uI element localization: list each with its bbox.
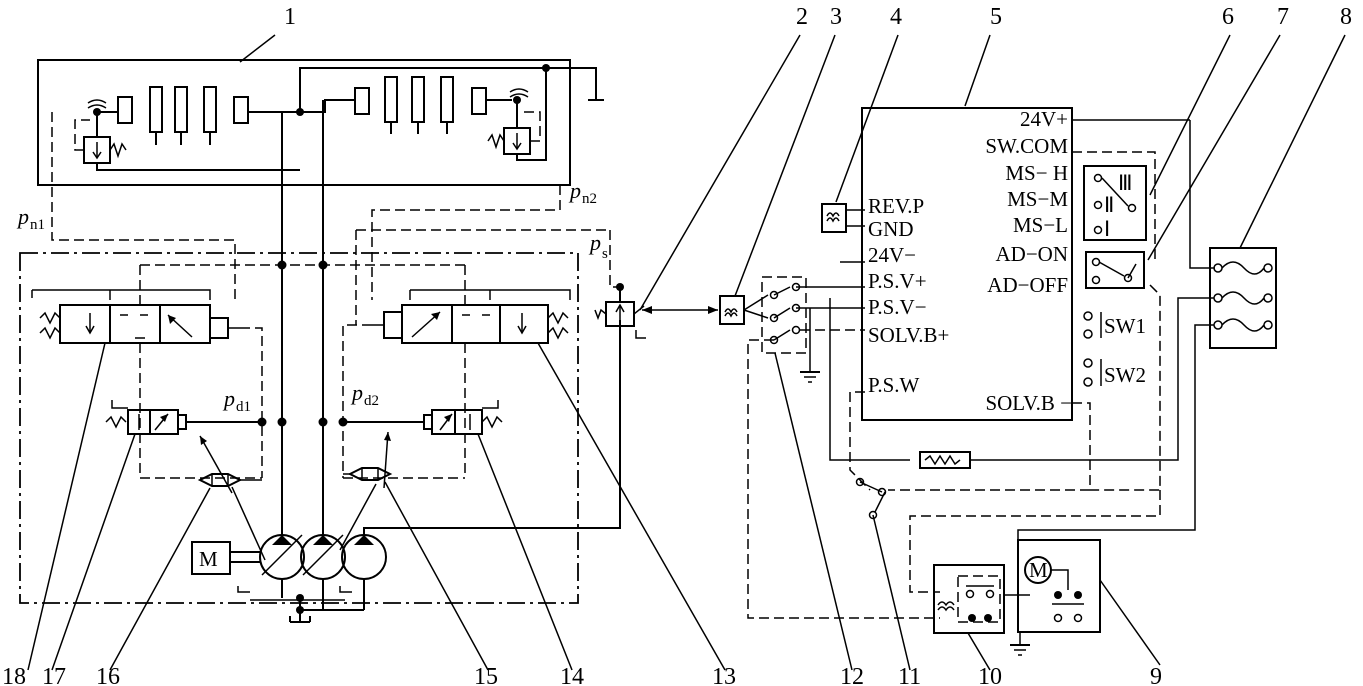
mode-switch-6: Ⅲ Ⅱ Ⅰ (1072, 34, 1231, 262)
callout-17: 17 (42, 664, 66, 686)
callout-7: 7 (1277, 4, 1289, 30)
controller-5: REV.P GND 24V− P.S.V+ P.S.V− SOLV.B+ P.S… (840, 34, 1215, 491)
callout-16: 16 (96, 664, 120, 686)
pump-group: M (191, 320, 621, 623)
pn1-pilot-line (51, 112, 236, 300)
mode-low-mark: Ⅰ (1104, 217, 1110, 241)
callout-13: 13 (712, 664, 736, 686)
pressure-sensor-2 (594, 230, 718, 339)
svg-text:p: p (222, 386, 235, 411)
terminal-24v-plus: 24V+ (1020, 107, 1068, 131)
svg-text:p: p (16, 204, 29, 229)
directional-valve-18 (31, 265, 263, 479)
motor-label: M (199, 547, 218, 571)
svg-text:d2: d2 (364, 393, 379, 409)
callout-10: 10 (978, 664, 1002, 686)
terminal-ad-off: AD−OFF (987, 273, 1068, 297)
key-switch-11 (855, 477, 1161, 671)
terminal-solv-b-plus: SOLV.B+ (868, 323, 949, 347)
terminal-sw-com: SW.COM (985, 134, 1068, 158)
pressure-label-pd1: p d1 (222, 386, 251, 415)
callout-2: 2 (796, 4, 808, 30)
terminal-gnd: GND (868, 217, 914, 241)
switch-sw2-label: SW2 (1104, 363, 1146, 387)
orifice-16 (197, 473, 262, 487)
svg-text:s: s (602, 246, 608, 262)
fuse-block-8 (970, 34, 1346, 550)
pressure-label-pn1: p n1 (16, 204, 45, 233)
terminal-ms-m: MS−M (1007, 187, 1068, 211)
leader-lines (27, 34, 991, 671)
callout-6: 6 (1222, 4, 1234, 30)
callout-5: 5 (990, 4, 1002, 30)
callout-1: 1 (284, 4, 296, 30)
ad-switch-7 (1085, 34, 1281, 491)
motor-relay-10 (933, 564, 1030, 656)
pressure-label-pn2: p n2 (568, 178, 597, 207)
switch-sw1-label: SW1 (1104, 314, 1146, 338)
terminal-ad-on: AD−ON (995, 242, 1068, 266)
terminal-ms-l: MS−L (1013, 213, 1068, 237)
pump-motor-9: M (1017, 539, 1161, 666)
pressure-label-pd2: p d2 (350, 380, 379, 409)
terminal-24v-minus: 24V− (868, 243, 916, 267)
pn2-pilot-line (371, 185, 561, 300)
terminal-psv-minus: P.S.V− (868, 295, 927, 319)
svg-text:p: p (568, 178, 581, 203)
mode-high-mark: Ⅲ (1118, 171, 1132, 195)
valve-bank-1 (37, 34, 604, 186)
callout-11: 11 (898, 664, 921, 686)
terminal-ms-h: MS− H (1005, 161, 1068, 185)
coil-4 (821, 34, 899, 233)
callout-3: 3 (830, 4, 842, 30)
callout-18: 18 (2, 664, 26, 686)
pressure-label-ps: p s (588, 230, 608, 262)
pilot-valve-14 (343, 400, 503, 435)
directional-valve-13 (342, 229, 610, 479)
terminal-psw: P.S.W (868, 373, 920, 397)
terminal-solv-b-minus: SOLV.B − (985, 391, 1072, 415)
callout-15: 15 (474, 664, 498, 686)
svg-text:n2: n2 (582, 191, 597, 207)
relay-12 (743, 276, 940, 619)
svg-text:p: p (588, 230, 601, 255)
orifice-15 (343, 467, 393, 481)
svg-text:p: p (350, 380, 363, 405)
pump-motor-label: M (1029, 558, 1048, 582)
sensor-coil-3 (719, 295, 745, 325)
terminal-rev-p: REV.P (868, 194, 924, 218)
svg-text:n1: n1 (30, 217, 45, 233)
svg-text:d1: d1 (236, 399, 251, 415)
callout-12: 12 (840, 664, 864, 686)
callout-9: 9 (1150, 664, 1162, 686)
terminal-psv-plus: P.S.V+ (868, 269, 927, 293)
callout-8: 8 (1340, 4, 1352, 30)
callout-4: 4 (890, 4, 902, 30)
pilot-valve-17 (105, 400, 262, 435)
resistor (919, 451, 971, 469)
callout-14: 14 (560, 664, 584, 686)
mode-mid-mark: Ⅱ (1104, 193, 1114, 217)
